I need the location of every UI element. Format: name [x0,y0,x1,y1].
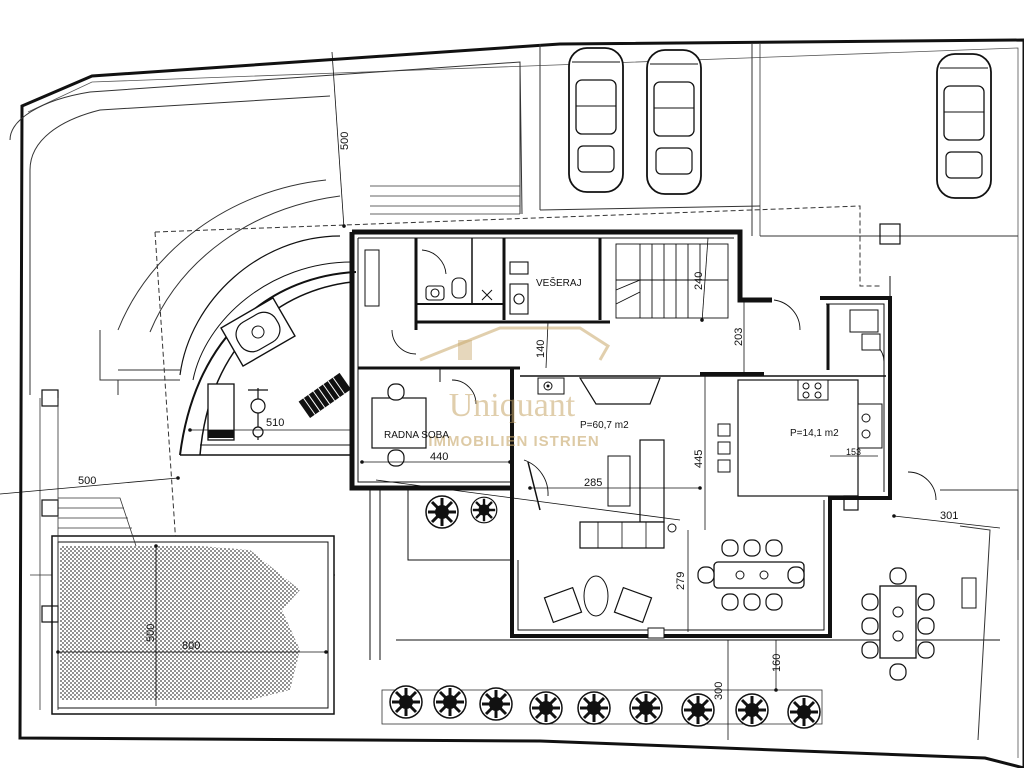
room-label-veseraj: VEŠERAJ [536,276,582,289]
watermark-tagline: IMMOBILIEN ISTRIEN [428,433,599,450]
dim-140: 140 [535,340,547,358]
exercise-bike-icon [248,388,268,440]
dim-500-top: 500 [339,132,351,150]
dim-510: 510 [266,417,284,429]
dim-440: 440 [430,451,448,463]
dim-800: 800 [182,640,200,652]
desk-icon [371,397,427,449]
pool-water-hatch [60,546,300,700]
hedge [381,684,823,730]
sofa-icon [639,439,665,523]
dim-500-left: 500 [78,475,96,487]
plot-boundary [18,38,1024,768]
car-icon [568,47,624,193]
watermark-logo: Uniquant [449,387,576,424]
dim-445: 445 [693,450,705,468]
dim-153: 153 [846,447,861,457]
dim-300: 300 [713,682,725,700]
staircase [615,243,729,319]
car-icon [936,53,992,199]
watermark: Uniquant IMMOBILIEN ISTRIEN [419,326,611,450]
plot-inner-line [27,47,1019,758]
room-label-radna-soba: RADNA SOBA [384,430,449,441]
car-icon [646,49,702,195]
dim-500-pool: 500 [145,624,157,642]
wc-icon [425,261,529,315]
room-label-kitchen-area: P=14,1 m2 [790,428,839,439]
sunbed-icon [298,372,352,418]
dim-301: 301 [940,510,958,522]
dining-table-icon [697,539,805,611]
dim-279: 279 [675,572,687,590]
dim-240: 240 [693,272,705,290]
dim-203: 203 [733,328,745,346]
outdoor-table-icon [861,567,935,681]
dim-285: 285 [584,477,602,489]
dim-160: 160 [771,654,783,672]
jacuzzi-icon [220,296,296,368]
room-label-living-area: P=60,7 m2 [580,420,629,431]
